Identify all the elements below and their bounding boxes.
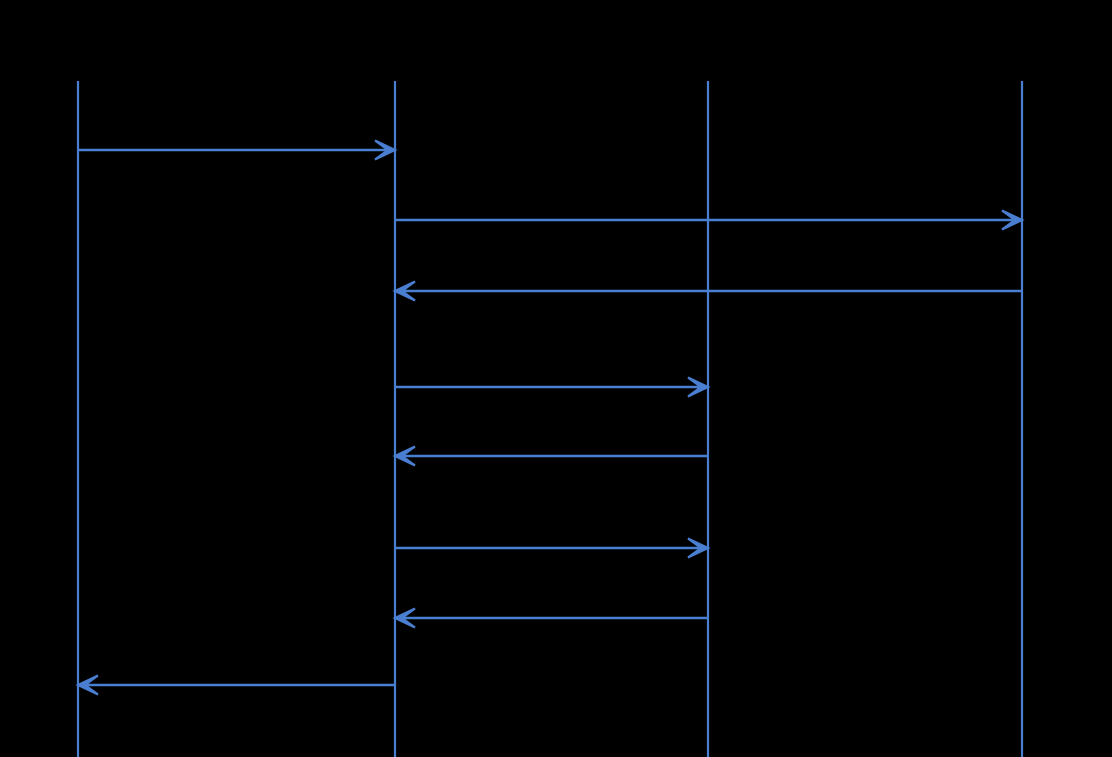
message-7[interactable] — [392, 607, 708, 629]
message-1[interactable] — [78, 139, 398, 161]
message-5[interactable] — [392, 445, 708, 467]
arrowhead-right-icon — [687, 376, 711, 398]
lifelines-group — [76, 81, 1024, 757]
message-4[interactable] — [395, 376, 711, 398]
message-2[interactable] — [395, 209, 1025, 231]
message-8[interactable] — [75, 674, 395, 696]
message-3[interactable] — [392, 280, 1022, 302]
arrowhead-right-icon — [1001, 209, 1025, 231]
arrowhead-right-icon — [687, 537, 711, 559]
arrowhead-left-icon — [392, 280, 416, 302]
arrowhead-right-icon — [374, 139, 398, 161]
arrowhead-left-icon — [392, 445, 416, 467]
arrowhead-left-icon — [75, 674, 99, 696]
messages-group — [75, 139, 1025, 696]
message-6[interactable] — [395, 537, 711, 559]
arrowhead-left-icon — [392, 607, 416, 629]
